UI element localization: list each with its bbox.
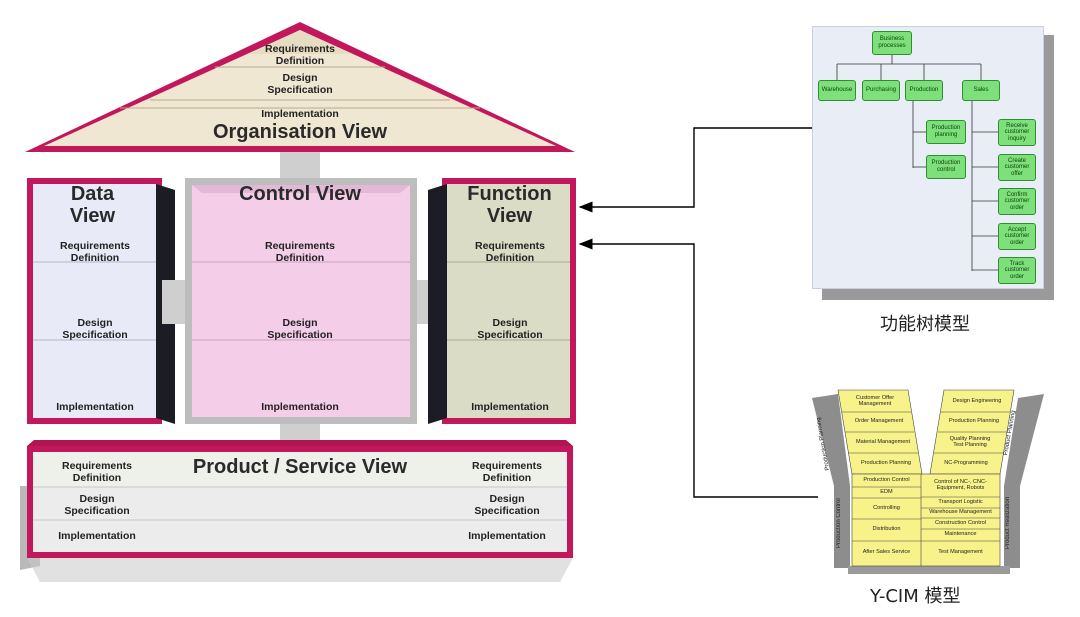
tree-node-purchasing: Purchasing xyxy=(862,80,900,101)
data-view-frame xyxy=(27,178,188,424)
ycim-right-stem-4: Maintenance xyxy=(944,531,977,538)
function-tree-caption: 功能树模型 xyxy=(880,314,970,335)
ycim-left-stem-3: Distribution xyxy=(872,526,901,533)
ycim-right-stem-2: Warehouse Management xyxy=(929,509,992,516)
data-level-requirements: Requirements Definition xyxy=(59,240,131,264)
org-level-design: Design Specification xyxy=(267,72,333,96)
data-level-design: Design Specification xyxy=(62,317,128,341)
tree-node-warehouse: Warehouse xyxy=(818,80,856,101)
tree-node-root: Business processes xyxy=(872,31,912,55)
tree-node-track-order: Track customer order xyxy=(998,257,1036,284)
ycim-right-arm-0: Design Engineering xyxy=(952,397,1002,404)
product-service-view-title: Product / Service View xyxy=(192,456,408,478)
control-view-frame xyxy=(185,178,443,424)
function-view-frame xyxy=(428,178,576,424)
tree-node-create-offer: Create customer offer xyxy=(998,154,1036,181)
function-level-implementation: Implementation xyxy=(471,401,549,413)
roof-graphic xyxy=(25,22,575,178)
ycim-right-arm-2: Quality Planning Test Planning xyxy=(949,435,991,448)
organisation-view-title: Organisation View xyxy=(212,121,388,143)
function-level-requirements: Requirements Definition xyxy=(474,240,546,264)
tree-node-production-control: Production control xyxy=(926,155,966,179)
data-level-implementation: Implementation xyxy=(56,401,134,413)
ycim-right-stem-3: Construction Control xyxy=(935,519,986,526)
tree-node-accept-order: Accept customer order xyxy=(998,223,1036,250)
tree-node-production-planning: Production planning xyxy=(926,120,966,144)
function-view-title: Function View xyxy=(467,183,552,227)
control-level-implementation: Implementation xyxy=(261,401,339,413)
product-level-requirements-left: Requirements Definition xyxy=(61,460,133,484)
y-cim-caption: Y-CIM 模型 xyxy=(870,586,961,607)
product-view-frame xyxy=(20,424,573,582)
ycim-right-arm-3: NC-Programming xyxy=(944,460,988,467)
ycim-side-left-bottom: Production Control xyxy=(836,498,842,548)
tree-node-receive-inquiry: Receive customer inquiry xyxy=(998,119,1036,146)
control-view-title: Control View xyxy=(239,183,361,205)
product-level-design-right: Design Specification xyxy=(474,493,540,517)
ycim-right-stem-5: Test Management xyxy=(938,549,983,556)
data-view-title: Data View xyxy=(69,183,116,227)
ycim-right-stem-1: Transport Logistic xyxy=(938,498,983,505)
ycim-left-stem-1: EDM xyxy=(880,488,893,495)
ycim-side-right-bottom: Product Realization xyxy=(1005,496,1011,550)
ycim-right-arm-1: Production Planning xyxy=(948,418,1000,425)
product-level-implementation-right: Implementation xyxy=(468,530,546,542)
product-level-requirements-right: Requirements Definition xyxy=(471,460,543,484)
product-level-implementation-left: Implementation xyxy=(58,530,136,542)
tree-node-sales: Sales xyxy=(962,80,1000,101)
control-level-design: Design Specification xyxy=(267,317,333,341)
ycim-left-stem-4: After Sales Service xyxy=(862,549,911,556)
tree-node-confirm-order: Confirm customer order xyxy=(998,188,1036,215)
control-level-requirements: Requirements Definition xyxy=(264,240,336,264)
ycim-side-left-top: Production Planning xyxy=(815,416,832,471)
ycim-left-arm-0: Customer Offer Management xyxy=(855,394,895,407)
ycim-left-stem-0: Production Control xyxy=(863,477,910,484)
org-level-implementation: Implementation xyxy=(261,108,339,120)
ycim-left-arm-3: Production Planning xyxy=(860,460,912,467)
ycim-right-stem-0: Control of NC-, CNC- Equipment, Robots xyxy=(934,479,987,491)
product-level-design-left: Design Specification xyxy=(64,493,130,517)
tree-node-production: Production xyxy=(905,80,943,101)
org-level-requirements: Requirements Definition xyxy=(264,43,336,67)
ycim-left-arm-1: Order Management xyxy=(854,418,904,425)
ycim-left-arm-2: Material Management xyxy=(855,438,911,445)
function-level-design: Design Specification xyxy=(477,317,543,341)
ycim-left-stem-2: Controlling xyxy=(873,504,900,511)
